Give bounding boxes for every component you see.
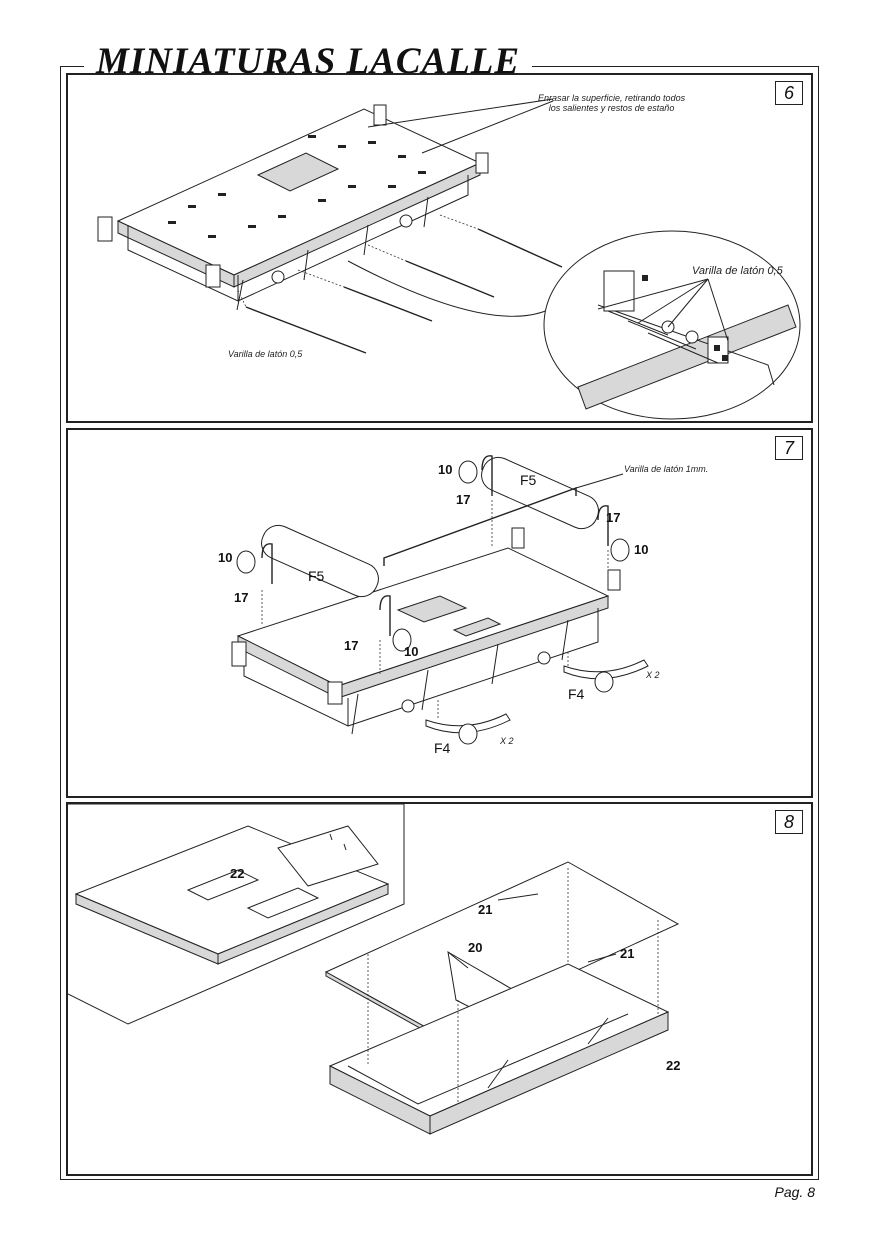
part-20-label: 20 [468,940,483,955]
brass-rod-3 [405,260,495,298]
quantity-label: X 2 [646,670,660,680]
part-17-label: 17 [234,590,249,605]
step-8-panel: 8 22 21 21 20 22 [66,802,813,1176]
part-10-label: 10 [634,542,649,557]
brass-rod-1mm [383,486,577,566]
part-f5-label: F5 [520,472,537,488]
step-7-rod-label: Varilla de latón 1mm. [624,464,709,474]
part-21-label: 21 [478,902,493,917]
step-8-number: 8 [775,810,803,834]
step-7-drawing [231,455,649,745]
step-6-panel: 6 Enrasar la superficie, retirando todos… [66,73,813,423]
brass-rod-2 [343,286,433,322]
step-7-number: 7 [775,436,803,460]
brake-cylinder-front [261,524,379,598]
step-8-drawing [68,804,680,1135]
part-17-label: 17 [606,510,621,525]
brake-cylinder-rear [481,456,599,530]
part-22-inset-label: 22 [230,866,245,881]
part-17-label: 17 [344,638,359,653]
part-f5-label: F5 [308,568,325,584]
part-22-label: 22 [666,1058,681,1073]
step-6-drawing [97,98,801,420]
part-10-label: 10 [218,550,233,565]
part-21-label: 21 [620,946,635,961]
step-6-instruction: Enrasar la superficie, retirando todos l… [538,93,685,113]
part-f4-label: F4 [434,740,451,756]
step-6-number: 6 [775,81,803,105]
step-6-instruction-line-1: Enrasar la superficie, retirando todos [538,93,686,103]
part-10-label: 10 [404,644,419,659]
page-number: Pag. 8 [774,1184,815,1200]
brass-rod-1 [245,306,367,354]
part-17-label: 17 [456,492,471,507]
step-6-detail-label: Varilla de latón 0,5 [692,265,783,277]
step-6-rod-label: Varilla de latón 0,5 [228,349,303,359]
part-10-label: 10 [438,462,453,477]
part-f4-label: F4 [568,686,585,702]
quantity-label: X 2 [500,736,514,746]
step-7-panel: 7 Varilla de latón 1mm. 10 17 F5 17 10 1… [66,428,813,798]
brass-rod-4 [477,228,563,268]
step-6-instruction-line-2: los salientes y restos de estaño [548,103,675,113]
